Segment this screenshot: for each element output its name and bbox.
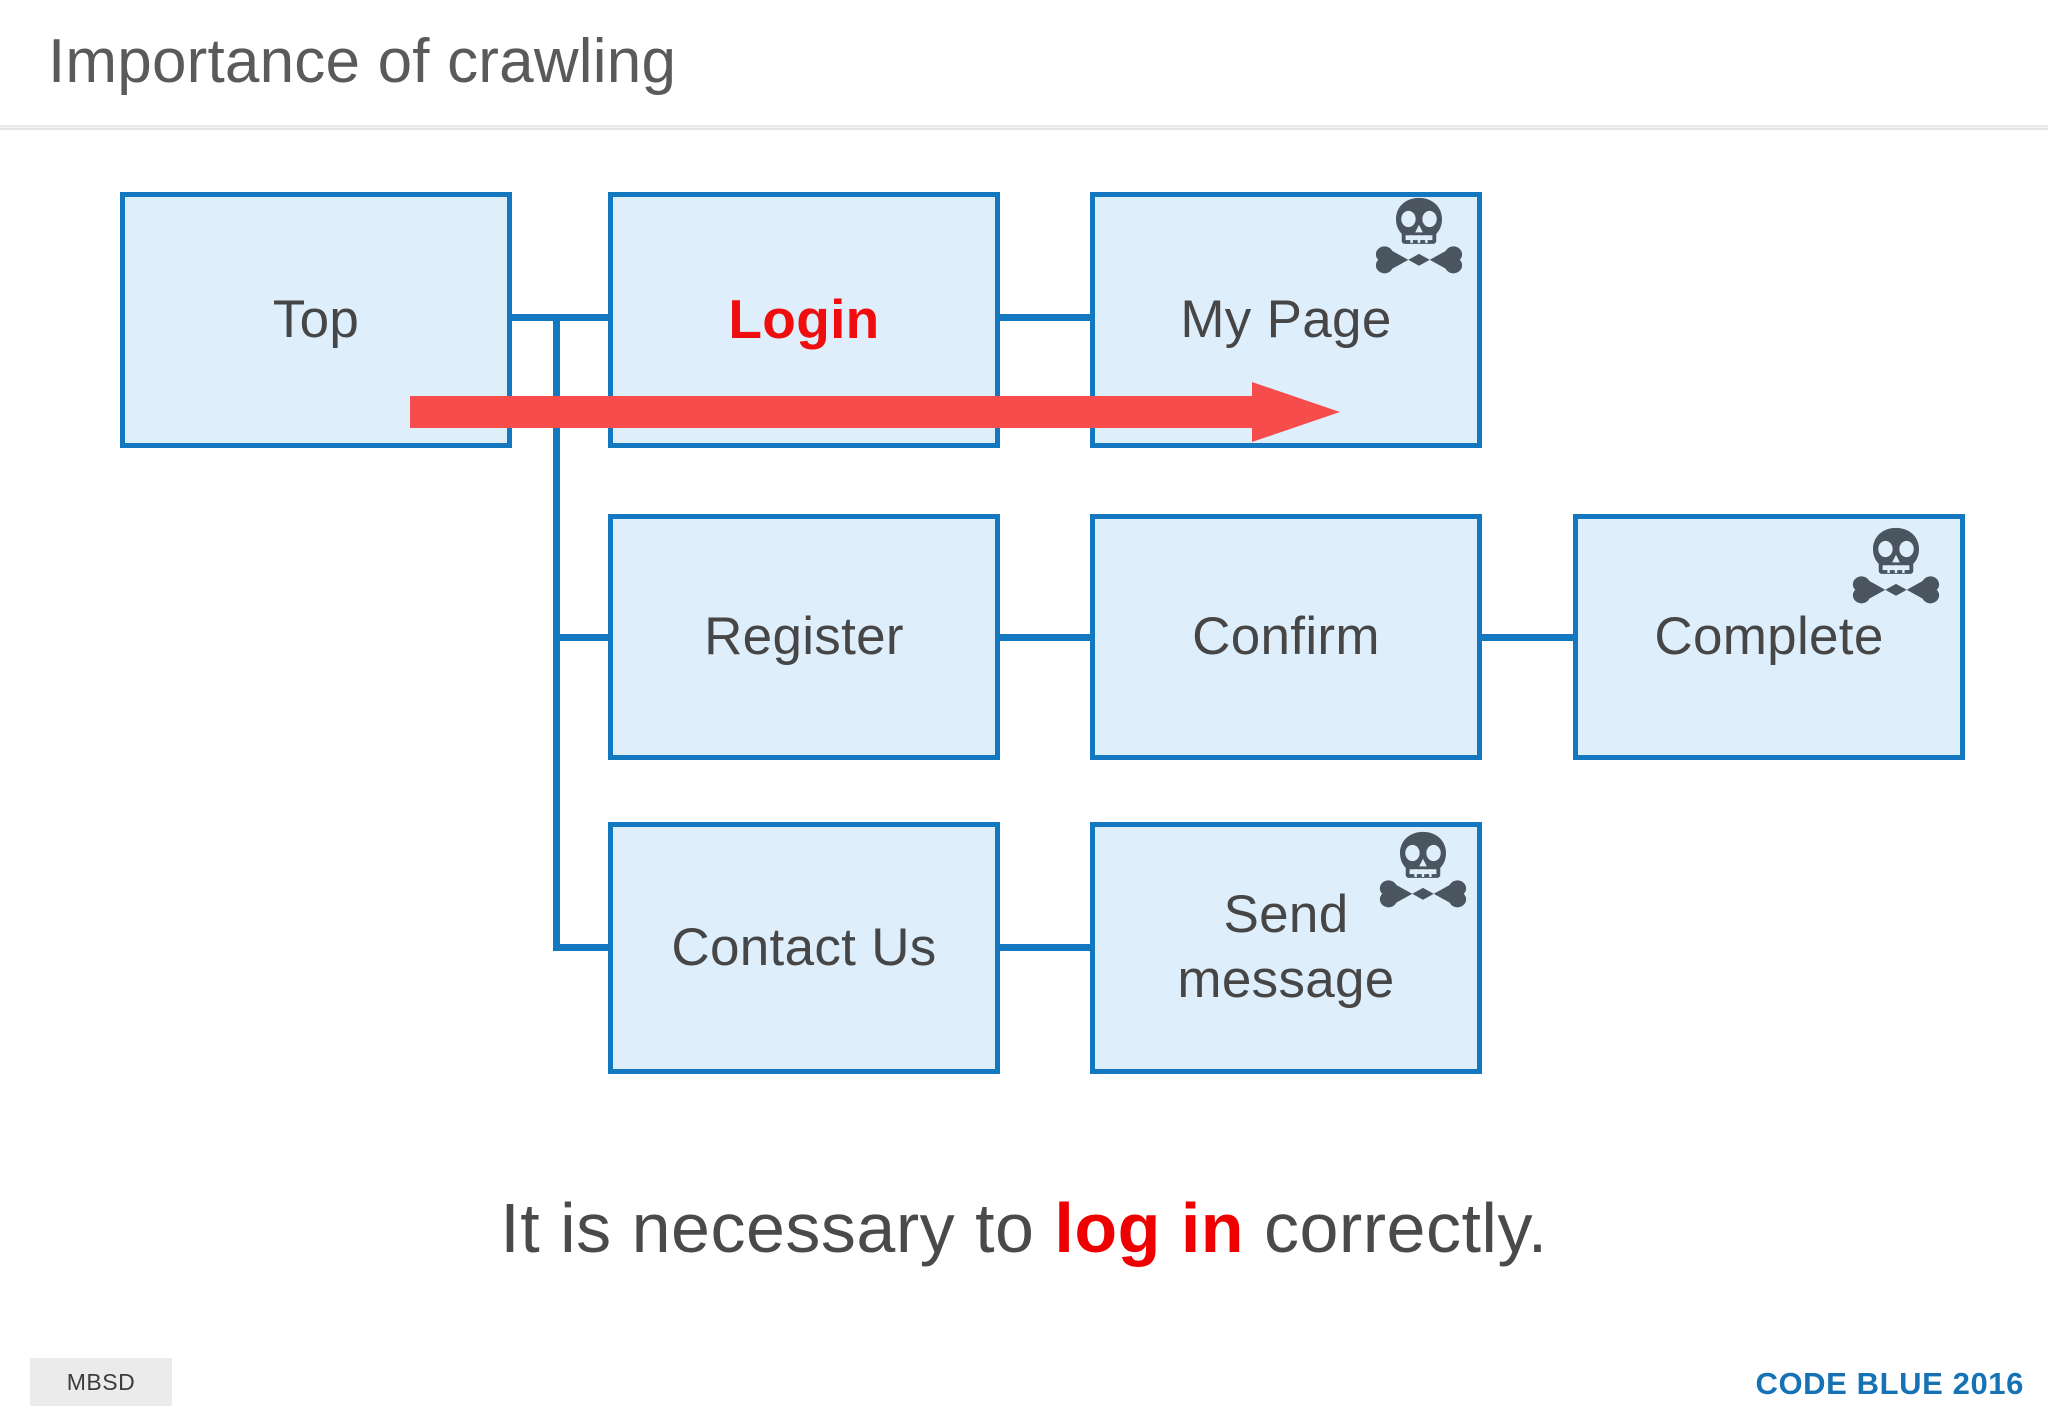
- connector-top-to-trunk: [508, 314, 560, 321]
- right-arrow-icon: [410, 382, 1340, 442]
- flow-node-label: My Page: [1180, 289, 1392, 349]
- flow-node-label: Register: [704, 606, 904, 666]
- connector-trunk-to-contact-us: [553, 944, 611, 951]
- title-divider: [0, 124, 2048, 131]
- connector-confirm-to-complete: [1478, 634, 1577, 641]
- connector-trunk-vertical: [553, 314, 560, 951]
- flow-node-label: Contact Us: [671, 917, 937, 977]
- page-title: Importance of crawling: [48, 27, 677, 96]
- connector-trunk-to-login: [553, 314, 611, 321]
- flow-node-label: Send message: [1177, 885, 1395, 1009]
- flow-node-confirm[interactable]: Confirm: [1090, 514, 1482, 760]
- skull-and-crossbones-icon: [1375, 197, 1463, 274]
- connector-register-to-confirm: [996, 634, 1094, 641]
- flow-node-send-message[interactable]: Send message: [1090, 822, 1482, 1074]
- caption-emphasis: log in: [1054, 1189, 1245, 1267]
- footer-brand-code-blue: CODE BLUE 2016: [1755, 1366, 2024, 1401]
- flow-node-register[interactable]: Register: [608, 514, 1000, 760]
- connector-login-to-my-page: [996, 314, 1094, 321]
- flow-node-label: Login: [728, 288, 880, 351]
- caption-text: It is necessary to log in correctly.: [0, 1188, 2048, 1268]
- footer-logo-label: MBSD: [66, 1368, 136, 1395]
- caption-after: correctly.: [1244, 1189, 1548, 1267]
- flow-node-label: Confirm: [1192, 606, 1380, 666]
- flow-node-label: Top: [272, 289, 360, 349]
- caption-before: It is necessary to: [500, 1189, 1055, 1267]
- skull-and-crossbones-icon: [1852, 527, 1940, 604]
- connector-trunk-to-register: [553, 634, 611, 641]
- connector-contact-us-to-send-message: [996, 944, 1094, 951]
- footer-logo-mbsd: MBSD: [30, 1358, 172, 1406]
- flow-node-label: Complete: [1654, 606, 1884, 666]
- skull-and-crossbones-icon: [1379, 831, 1467, 908]
- flow-node-contact-us[interactable]: Contact Us: [608, 822, 1000, 1074]
